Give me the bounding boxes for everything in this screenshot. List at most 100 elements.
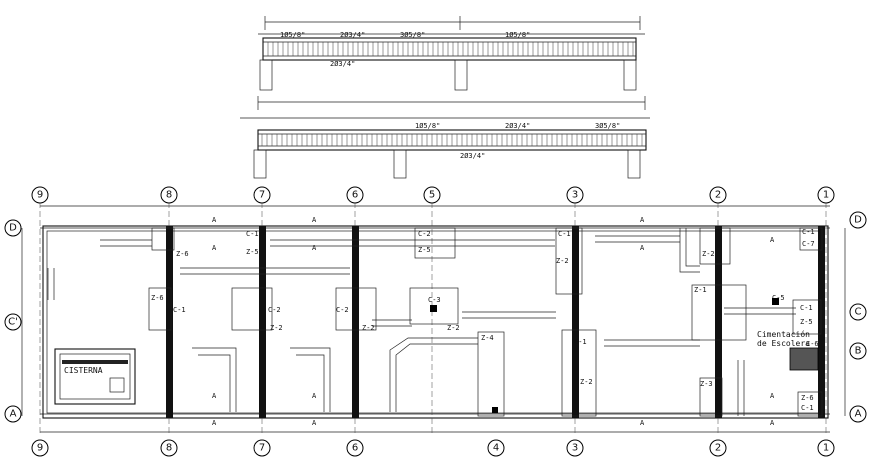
- axis-label: 4: [493, 443, 499, 454]
- axis-label: C': [8, 317, 18, 328]
- axis-bubble: A: [849, 405, 867, 423]
- axis-bubble: 1: [817, 186, 835, 204]
- footing-label: Z-6: [151, 294, 164, 302]
- footing-label: Z-6: [176, 250, 189, 258]
- footing-label: Z-2: [362, 324, 375, 332]
- footing-label: Z-4: [481, 334, 494, 342]
- beam-label: 2Ø3/4": [340, 31, 365, 39]
- section-mark: A: [312, 244, 317, 252]
- section-mark: A: [212, 244, 217, 252]
- footing-label: Z-2: [270, 324, 283, 332]
- column-label: C-1: [802, 228, 815, 236]
- axis-label: 2: [715, 443, 721, 454]
- column-label: C-3: [428, 296, 441, 304]
- column-label: C-7: [802, 240, 815, 248]
- column-label: C-6: [806, 340, 819, 348]
- axis-bubble: 2: [709, 186, 727, 204]
- axis-bubble: 3: [566, 186, 584, 204]
- section-mark: A: [212, 216, 217, 224]
- axis-bubble: 1: [817, 439, 835, 457]
- axis-bubble: C': [4, 313, 22, 331]
- axis-bubble: B: [849, 342, 867, 360]
- axis-label: A: [10, 409, 17, 420]
- axis-bubble: 6: [346, 439, 364, 457]
- axis-label: B: [855, 346, 862, 357]
- axis-label: 7: [259, 190, 265, 201]
- column-label: C-1: [558, 230, 571, 238]
- column-label: C-1: [173, 306, 186, 314]
- axis-bubble: 9: [31, 439, 49, 457]
- column-label: C-2: [418, 230, 431, 238]
- column-label: C-1: [246, 230, 259, 238]
- section-mark: A: [640, 419, 645, 427]
- section-mark: A: [640, 216, 645, 224]
- axis-label: 7: [259, 443, 265, 454]
- section-mark: A: [770, 419, 775, 427]
- beam-label: 2Ø3/4": [460, 152, 485, 160]
- axis-label: A: [855, 409, 862, 420]
- axis-bubble: 8: [160, 439, 178, 457]
- column-label: C-1: [801, 404, 814, 412]
- footing-label: Z-5: [246, 248, 259, 256]
- beam-elevation-bottom: 1Ø5/8" 2Ø3/4" 3Ø5/8" 2Ø3/4": [240, 96, 650, 179]
- axis-bubble: D: [4, 219, 22, 237]
- beam-label: 2Ø3/4": [330, 60, 355, 68]
- axis-bubble: 2: [709, 439, 727, 457]
- footing-label: Z-2: [702, 250, 715, 258]
- section-mark: A: [312, 216, 317, 224]
- beam-elevation-top: 1Ø5/8" 2Ø3/4" 3Ø5/8" 2Ø3/4" 1Ø5/8": [258, 16, 645, 91]
- axis-bubble: 4: [487, 439, 505, 457]
- axis-bubble: C: [849, 303, 867, 321]
- axis-label: C: [855, 307, 862, 318]
- footings: CISTERNA Z-6 C-1 Z-6 C-1 Z-5 C-2 Z-2 C-2…: [47, 227, 823, 417]
- axis-label: D: [854, 215, 862, 226]
- beam-label: 1Ø5/8": [280, 31, 305, 39]
- section-mark: A: [640, 244, 645, 252]
- annotation-line1: Cimentación: [757, 329, 810, 339]
- axis-label: 3: [572, 443, 578, 454]
- wall-strips: [166, 226, 825, 418]
- footing-label: Z-1: [694, 286, 707, 294]
- stirrups-top: [267, 42, 634, 56]
- section-mark: A: [212, 419, 217, 427]
- axis-label: 3: [572, 190, 578, 201]
- beam-label: 3Ø5/8": [400, 31, 425, 39]
- section-mark: A: [212, 392, 217, 400]
- axis-bubble: 8: [160, 186, 178, 204]
- section-mark: A: [312, 419, 317, 427]
- axis-bubble: 3: [566, 439, 584, 457]
- footing-label: Z-2: [580, 378, 593, 386]
- footing-label: Z-5: [800, 318, 813, 326]
- column-label: C-2: [336, 306, 349, 314]
- beam-label: 2Ø3/4": [505, 122, 530, 130]
- axis-label: 1: [823, 443, 829, 454]
- annotation-line2: de Escolera: [757, 339, 810, 348]
- beam-label: 1Ø5/8": [415, 122, 440, 130]
- axis-bubble: 5: [423, 186, 441, 204]
- axis-bubble: D: [849, 211, 867, 229]
- column-label: C-1: [800, 304, 813, 312]
- axis-label: 8: [166, 443, 172, 454]
- section-mark: A: [770, 236, 775, 244]
- axis-bubble: 9: [31, 186, 49, 204]
- column-label: C-1: [574, 338, 587, 346]
- axis-bubble: 6: [346, 186, 364, 204]
- axis-label: D: [9, 223, 17, 234]
- axis-label: 9: [37, 190, 43, 201]
- section-mark: A: [770, 392, 775, 400]
- axis-bubble: 7: [253, 439, 271, 457]
- axis-label: 9: [37, 443, 43, 454]
- footing-label: Z-3: [700, 380, 713, 388]
- axis-label: 1: [823, 190, 829, 201]
- axis-label: 6: [352, 443, 358, 454]
- beam-label: 1Ø5/8": [505, 31, 530, 39]
- section-mark: A: [312, 392, 317, 400]
- axis-label: 5: [429, 190, 435, 201]
- room-label: CISTERNA: [64, 366, 103, 375]
- axis-label: 2: [715, 190, 721, 201]
- axis-bubble: A: [4, 405, 22, 423]
- grid-lines: [39, 202, 827, 436]
- axis-bubble: 7: [253, 186, 271, 204]
- footing-label: Z-2: [447, 324, 460, 332]
